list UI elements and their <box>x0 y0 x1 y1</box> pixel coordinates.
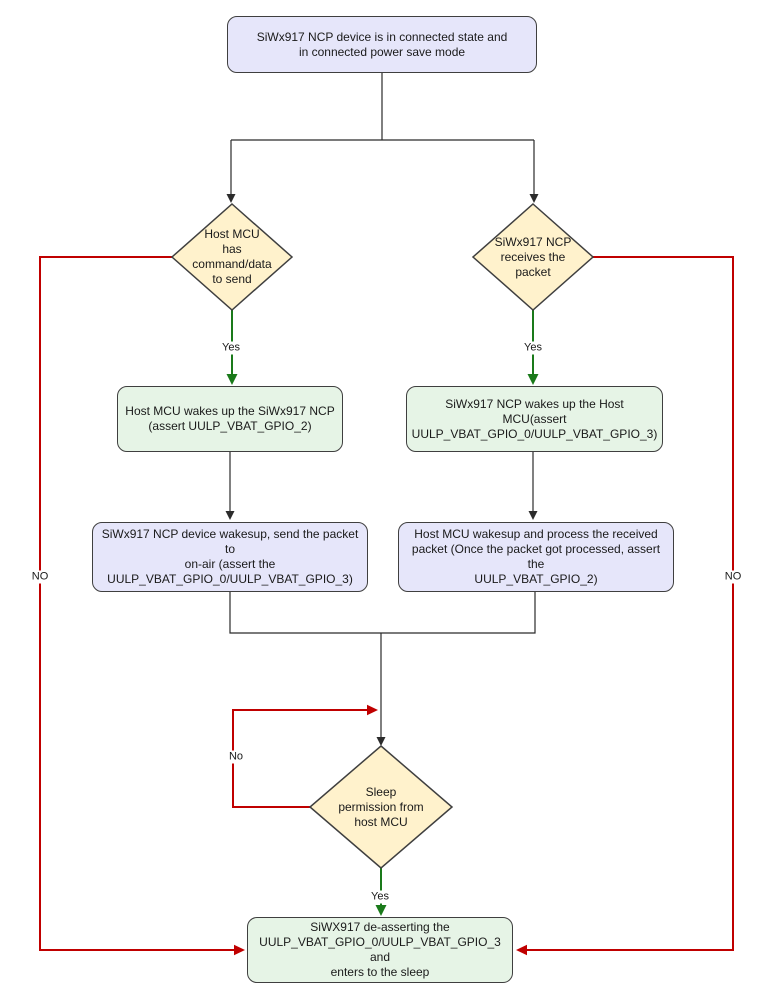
node-host-wakes-ncp: Host MCU wakes up the SiWx917 NCP (asser… <box>117 386 343 452</box>
edge-start-to-branches <box>226 73 539 203</box>
node-sleep: SiWX917 de-asserting the UULP_VBAT_GPIO_… <box>247 917 513 983</box>
node-ncp-wakes-host: SiWx917 NCP wakes up the Host MCU(assert… <box>406 386 663 452</box>
text-line: enters to the sleep <box>330 965 430 979</box>
edge-label-yes-right: Yes <box>522 341 544 355</box>
text-line: UULP_VBAT_GPIO_0/UULP_VBAT_GPIO_3) <box>107 572 353 586</box>
text-line: UULP_VBAT_GPIO_0/UULP_VBAT_GPIO_3 and <box>259 935 501 964</box>
text-line: SiWX917 de-asserting the <box>310 920 450 934</box>
decision-sleep-permission-shape <box>308 745 454 869</box>
edge-ncp-receives-no <box>516 256 734 956</box>
text-line: UULP_VBAT_GPIO_0/UULP_VBAT_GPIO_3) <box>411 426 658 441</box>
text-line: Host MCU wakes up the SiWx917 NCP <box>125 404 335 418</box>
text-line: on-air (assert the <box>184 557 276 571</box>
text-line: in connected power save mode <box>298 44 466 59</box>
edge-host-wakes-to-sends <box>225 452 235 520</box>
edge-label-no-right: NO <box>722 570 744 584</box>
edge-label-no-loop: No <box>226 750 246 764</box>
decision-ncp-receives-shape <box>471 202 595 312</box>
node-start: SiWx917 NCP device is in connected state… <box>227 16 537 73</box>
node-host-processes-packet: Host MCU wakesup and process the receive… <box>398 522 674 592</box>
decision-host-mcu-shape <box>170 202 294 312</box>
text-line: packet (Once the packet got processed, a… <box>411 542 661 571</box>
edge-host-mcu-no <box>39 256 245 956</box>
text-line: SiWx917 NCP device wakesup, send the pac… <box>101 527 359 556</box>
text-line: Host MCU wakesup and process the receive… <box>414 527 658 541</box>
edge-ncp-wakes-to-processes <box>528 452 538 520</box>
edge-label-yes-left: Yes <box>220 341 242 355</box>
node-ncp-sends-packet: SiWx917 NCP device wakesup, send the pac… <box>92 522 368 592</box>
edge-label-no-left: NO <box>29 570 51 584</box>
text-line: UULP_VBAT_GPIO_2) <box>474 572 598 586</box>
text-line: SiWx917 NCP wakes up the Host MCU(assert <box>445 396 624 426</box>
text-line: SiWx917 NCP device is in connected state… <box>256 29 508 44</box>
text-line: (assert UULP_VBAT_GPIO_2) <box>148 419 312 433</box>
edge-merge-to-sleep-decision <box>229 592 536 746</box>
edge-label-yes-bottom: Yes <box>369 890 391 904</box>
